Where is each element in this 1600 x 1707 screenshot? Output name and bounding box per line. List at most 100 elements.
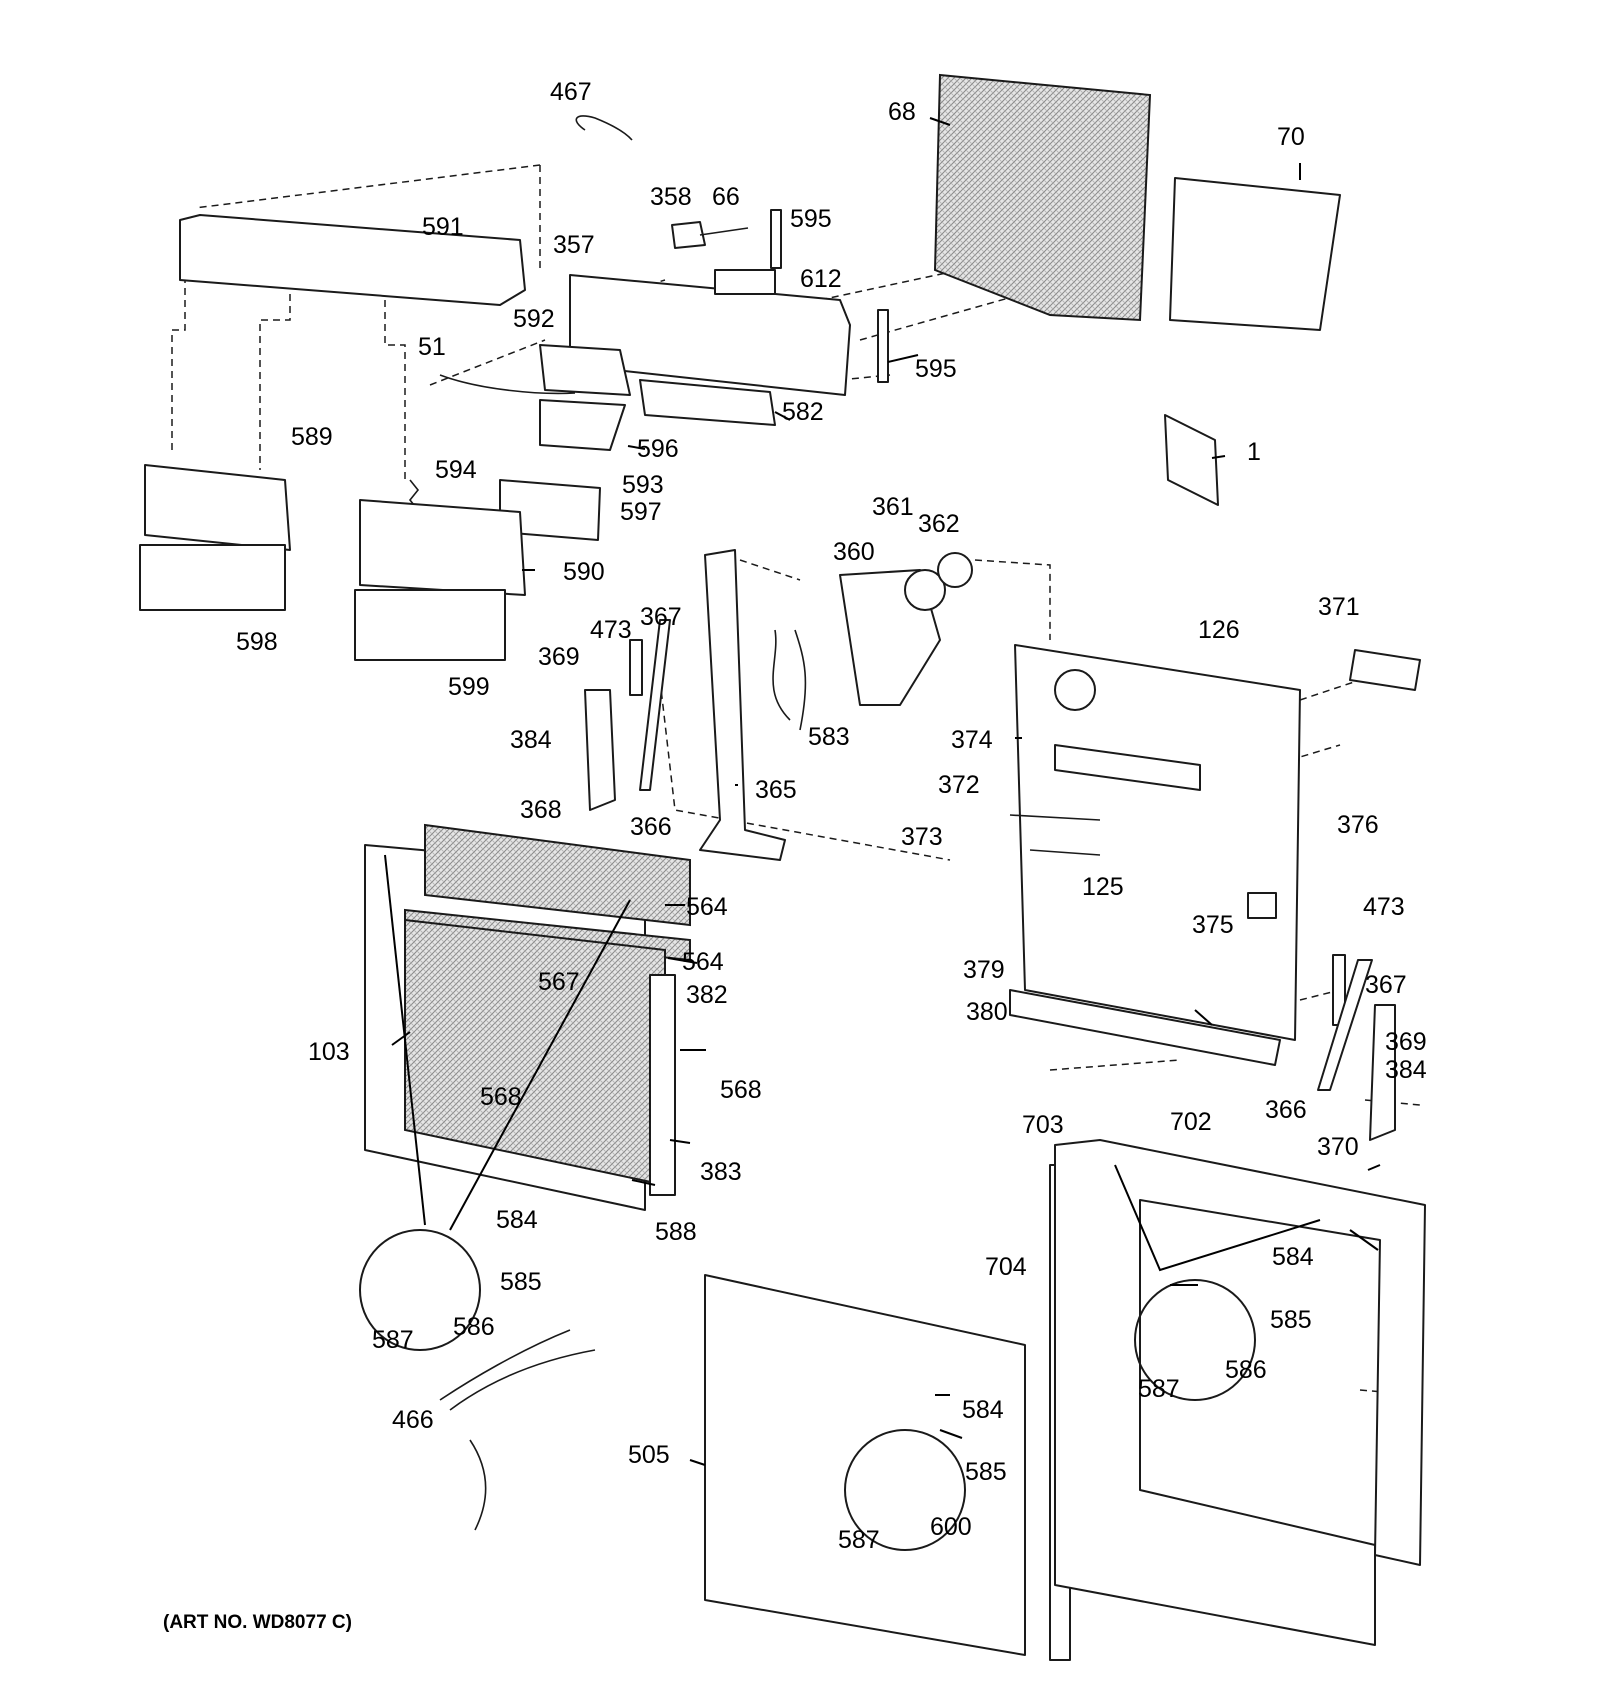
callout-595-top: 595 — [790, 205, 832, 233]
detail-circle-center — [844, 1429, 966, 1551]
callout-600: 600 — [930, 1513, 972, 1541]
part-583 — [772, 629, 807, 731]
part-596 — [539, 399, 626, 451]
callout-587-right: 587 — [1138, 1375, 1180, 1403]
part-592 — [539, 344, 631, 396]
part-367-left — [639, 619, 671, 791]
callout-384-right: 384 — [1385, 1056, 1427, 1084]
callout-126: 126 — [1198, 616, 1240, 644]
callout-369-right: 369 — [1385, 1028, 1427, 1056]
callout-382: 382 — [686, 981, 728, 1009]
callout-51: 51 — [418, 333, 446, 361]
callout-590: 590 — [563, 558, 605, 586]
detail-circle-left — [359, 1229, 481, 1351]
callout-367-left: 367 — [640, 603, 682, 631]
callout-365: 365 — [755, 776, 797, 804]
callout-70: 70 — [1277, 123, 1305, 151]
part-1 — [1164, 414, 1219, 506]
callout-587-center: 587 — [838, 1526, 880, 1554]
part-589 — [144, 464, 291, 551]
callout-564-top: 564 — [686, 893, 728, 921]
callout-505: 505 — [628, 1441, 670, 1469]
callout-597: 597 — [620, 498, 662, 526]
callout-366-right: 366 — [1265, 1096, 1307, 1124]
callout-703: 703 — [1022, 1111, 1064, 1139]
part-365 — [699, 549, 786, 861]
callout-596: 596 — [637, 435, 679, 463]
callout-567: 567 — [538, 968, 580, 996]
callout-368: 368 — [520, 796, 562, 824]
callout-586-right: 586 — [1225, 1356, 1267, 1384]
callout-585-center: 585 — [965, 1458, 1007, 1486]
callout-598: 598 — [236, 628, 278, 656]
callout-358: 358 — [650, 183, 692, 211]
callout-585-right: 585 — [1270, 1306, 1312, 1334]
part-383 — [649, 974, 676, 1196]
part-466 — [439, 1329, 596, 1531]
callout-473-left: 473 — [590, 616, 632, 644]
part-564 — [424, 823, 691, 927]
callout-376: 376 — [1337, 811, 1379, 839]
callout-593: 593 — [622, 471, 664, 499]
callout-373: 373 — [901, 823, 943, 851]
callout-379: 379 — [963, 956, 1005, 984]
part-467 — [575, 115, 633, 141]
callout-68: 68 — [888, 98, 916, 126]
callout-702: 702 — [1170, 1108, 1212, 1136]
callout-599: 599 — [448, 673, 490, 701]
part-702 — [1054, 1139, 1426, 1646]
part-595-bottom — [877, 309, 889, 383]
callout-366-left: 366 — [630, 813, 672, 841]
part-66 — [699, 227, 749, 236]
callout-371: 371 — [1318, 593, 1360, 621]
callout-375: 375 — [1192, 911, 1234, 939]
part-505 — [704, 1274, 1026, 1656]
part-358 — [671, 221, 706, 249]
part-582 — [639, 379, 776, 426]
part-598 — [139, 544, 286, 611]
callout-592: 592 — [513, 305, 555, 333]
callout-leaders — [391, 117, 1381, 1466]
callout-595-bottom: 595 — [915, 355, 957, 383]
part-473-left — [629, 639, 643, 696]
part-368 — [584, 689, 616, 811]
callout-1: 1 — [1247, 438, 1261, 466]
callout-372: 372 — [938, 771, 980, 799]
part-362 — [937, 552, 973, 588]
callout-66: 66 — [712, 183, 740, 211]
part-595-top — [770, 209, 782, 269]
callout-357: 357 — [553, 231, 595, 259]
part-599 — [354, 589, 506, 661]
callout-704: 704 — [985, 1253, 1027, 1281]
callout-587-left: 587 — [372, 1326, 414, 1354]
callout-361: 361 — [872, 493, 914, 521]
callout-568-center: 568 — [480, 1083, 522, 1111]
art-number: (ART NO. WD8077 C) — [163, 1612, 352, 1633]
part-51 — [439, 374, 576, 395]
callout-374: 374 — [951, 726, 993, 754]
callout-585-left: 585 — [500, 1268, 542, 1296]
part-68 — [933, 73, 1152, 322]
part-374-gauge — [1054, 669, 1096, 711]
callout-362: 362 — [918, 510, 960, 538]
part-374 — [1014, 644, 1301, 1041]
part-367-right — [1317, 959, 1373, 1091]
detail-circle-right — [1134, 1279, 1256, 1401]
callout-589: 589 — [291, 423, 333, 451]
callout-labels: 467 68 70 358 66 595 591 357 612 592 51 … — [236, 78, 1427, 1554]
part-370 — [1369, 1004, 1396, 1141]
callout-466: 466 — [392, 1406, 434, 1434]
parts — [139, 73, 1426, 1661]
part-372-125 — [1009, 814, 1101, 856]
callout-384-left: 384 — [510, 726, 552, 754]
callout-584-center: 584 — [962, 1396, 1004, 1424]
callout-594: 594 — [435, 456, 477, 484]
callout-125: 125 — [1082, 873, 1124, 901]
callout-568-right: 568 — [720, 1076, 762, 1104]
callout-360: 360 — [833, 538, 875, 566]
part-375 — [1247, 892, 1277, 919]
callout-383: 383 — [700, 1158, 742, 1186]
callout-588: 588 — [655, 1218, 697, 1246]
callout-582: 582 — [782, 398, 824, 426]
